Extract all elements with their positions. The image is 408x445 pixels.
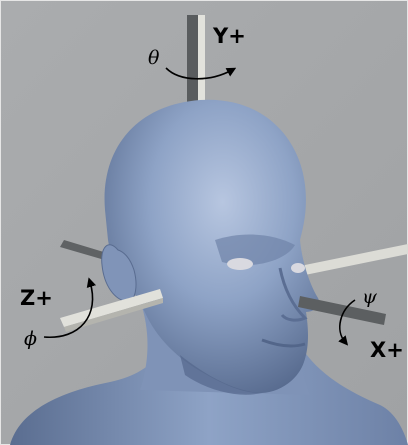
- psi-label: ψ: [362, 286, 378, 308]
- x-axis-label: X+: [370, 338, 404, 362]
- left-eye: [227, 258, 253, 270]
- phi-label: ϕ: [24, 328, 37, 350]
- y-axis-label: Y+: [212, 24, 246, 48]
- z-axis-label: Z+: [20, 286, 53, 310]
- y-axis-rod-highlight: [198, 15, 205, 107]
- theta-label: θ: [148, 47, 160, 69]
- right-eye: [291, 263, 305, 273]
